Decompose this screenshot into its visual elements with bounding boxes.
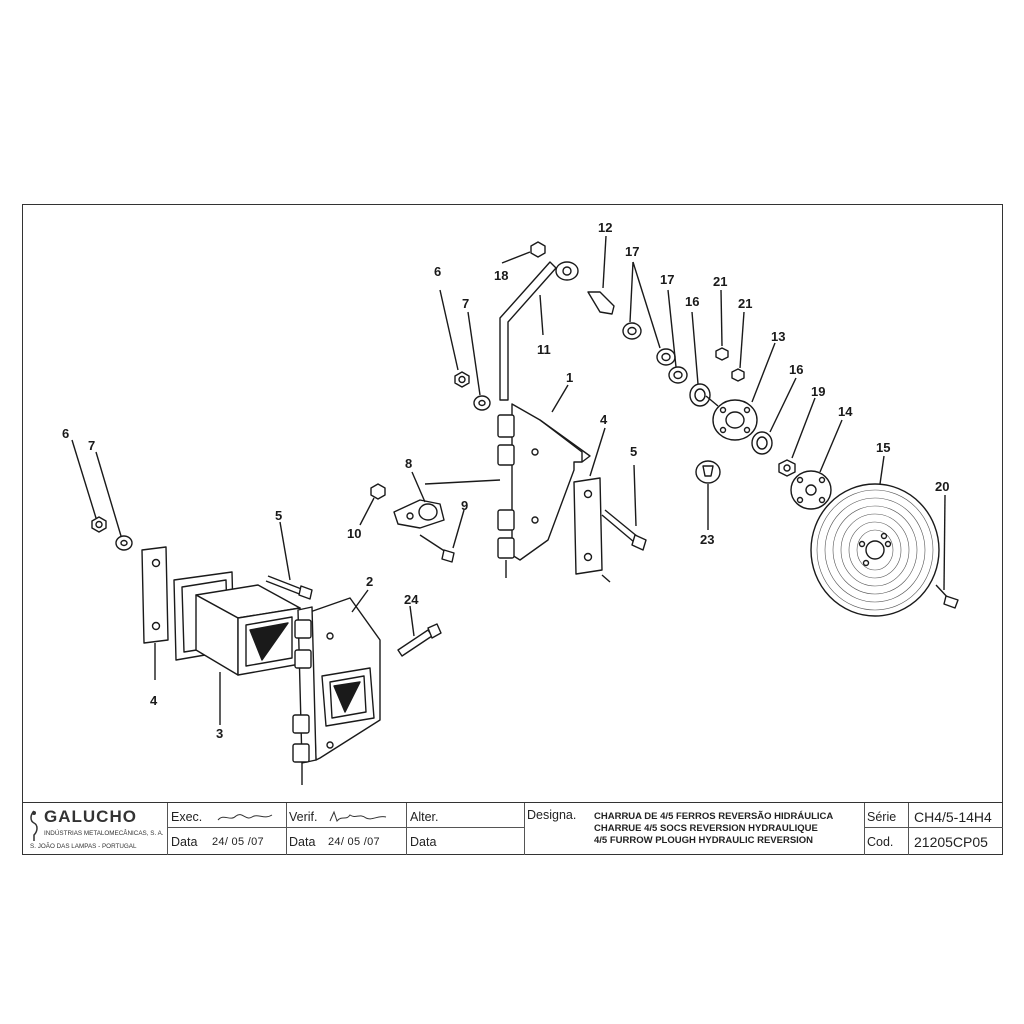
callout-23: 23 [700, 532, 714, 547]
part-10-nut [359, 483, 386, 526]
company-subtitle: INDÚSTRIAS METALOMECÂNICAS, S. A. [44, 830, 164, 837]
verif-signature [328, 809, 388, 828]
designation-french: CHARRUE 4/5 SOCS REVERSION HYDRAULIQUE [594, 823, 818, 834]
callout-21-lower: 21 [738, 296, 752, 311]
callout-14: 14 [838, 404, 853, 419]
callout-19: 19 [811, 384, 825, 399]
cod-label: Cod. [867, 835, 894, 849]
part-1-main-bracket [497, 384, 591, 578]
part-14-flange [790, 419, 843, 510]
part-5-bolt-left [265, 521, 313, 600]
verif-date-label: Data [289, 835, 316, 849]
company-name: GALUCHO [44, 807, 137, 826]
part-5-bolt-center [601, 464, 647, 551]
designation-label: Designa. [527, 808, 577, 822]
drawing-sheet-border [22, 204, 1003, 855]
callout-5-center: 5 [630, 444, 637, 459]
designation-portuguese: CHARRUA DE 4/5 FERROS REVERSÃO HIDRÁULIC… [594, 811, 834, 822]
verif-date: 24/ 05 /07 [328, 836, 380, 848]
serie-label: Série [867, 810, 897, 824]
alter-date-label: Data [410, 835, 437, 849]
exec-signature [216, 809, 276, 828]
callout-16-lower: 16 [789, 362, 803, 377]
part-9-bolt [419, 509, 465, 563]
alter-label: Alter. [410, 810, 439, 824]
part-17-washers [622, 261, 688, 384]
part-6-nut-center [439, 289, 470, 388]
part-8-clamp [393, 471, 501, 529]
callout-7-left: 7 [88, 438, 95, 453]
callout-18: 18 [494, 268, 508, 283]
part-15-disc [810, 455, 940, 617]
part-7-washer-center [467, 311, 491, 411]
callout-4-left: 4 [150, 693, 158, 708]
callout-2: 2 [366, 574, 373, 589]
callout-17-lower: 17 [660, 272, 674, 287]
designation-english: 4/5 FURROW PLOUGH HYDRAULIC REVERSION [594, 835, 814, 846]
part-21-nuts [715, 289, 745, 382]
callout-1: 1 [566, 370, 573, 385]
exec-date-label: Data [171, 835, 198, 849]
verif-label: Verif. [289, 810, 318, 824]
callout-5-left: 5 [275, 508, 282, 523]
callout-4-center: 4 [600, 412, 608, 427]
exec-label: Exec. [171, 810, 203, 824]
callout-8: 8 [405, 456, 412, 471]
part-13-hub [705, 342, 776, 441]
part-12-pin [587, 235, 615, 315]
callout-21-upper: 21 [713, 274, 727, 289]
company-address: S. JOÃO DAS LAMPAS - PORTUGAL [30, 843, 137, 850]
title-block: GALUCHO INDÚSTRIAS METALOMECÂNICAS, S. A… [22, 802, 1003, 855]
part-4-plate-center [573, 427, 611, 583]
callout-3: 3 [216, 726, 223, 741]
part-3-square-tube [173, 571, 301, 725]
serie-value: CH4/5-14H4 [914, 809, 992, 825]
callout-13: 13 [771, 329, 785, 344]
exec-date: 24/ 05 /07 [212, 836, 264, 848]
part-7-washer-left [95, 451, 133, 551]
company-logo-icon [26, 809, 42, 843]
callout-11: 11 [537, 342, 551, 357]
part-6-nut-left [71, 439, 107, 533]
part-4-plate-left [141, 546, 169, 680]
callout-labels: 6 7 4 3 5 2 24 6 7 8 9 10 11 18 1 4 5 12… [62, 220, 949, 741]
cod-value: 21205CP05 [914, 834, 988, 850]
callout-17-upper: 17 [625, 244, 639, 259]
part-16-bearing-upper [689, 311, 711, 407]
part-16-bearing-lower [751, 377, 797, 455]
part-20-bolt [935, 494, 959, 609]
callout-9: 9 [461, 498, 468, 513]
callout-15: 15 [876, 440, 890, 455]
callout-20: 20 [935, 479, 949, 494]
part-24-bolt [397, 605, 442, 657]
callout-12: 12 [598, 220, 612, 235]
callout-6-center: 6 [434, 264, 441, 279]
callout-7-center: 7 [462, 296, 469, 311]
part-23-grease-nipple [695, 460, 721, 530]
callout-24: 24 [404, 592, 419, 607]
part-18-nut [501, 241, 546, 264]
part-2-hinge-bracket [292, 589, 381, 785]
callout-16-upper: 16 [685, 294, 699, 309]
part-11-lever [499, 261, 579, 401]
callout-10: 10 [347, 526, 361, 541]
callout-6-left: 6 [62, 426, 69, 441]
part-19-nut [778, 397, 816, 477]
